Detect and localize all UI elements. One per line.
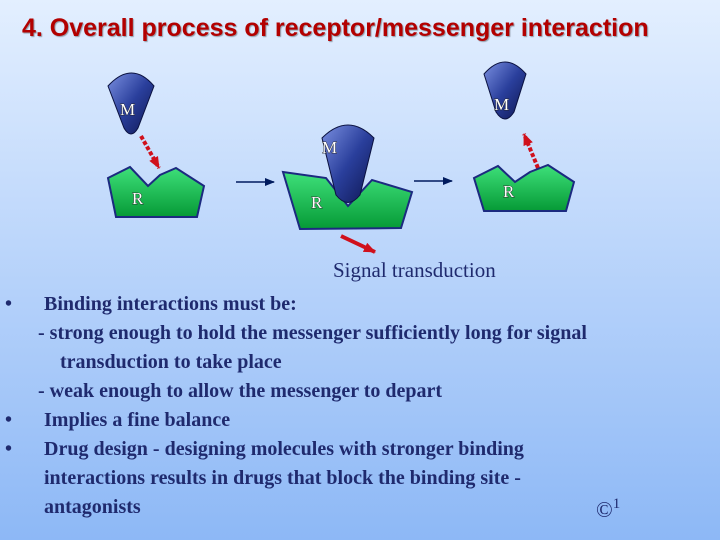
slide-title: 4. Overall process of receptor/messenger…	[22, 14, 649, 42]
receptor-shape	[106, 165, 206, 218]
copyright-symbol: ©	[596, 497, 613, 522]
bullet-subline: - strong enough to hold the messenger su…	[38, 322, 587, 344]
bullet-text: Drug design - designing molecules with s…	[44, 438, 524, 460]
departure-arrow	[522, 133, 540, 169]
stage-1: M R	[106, 72, 206, 218]
bullet-list: • Binding interactions must be: - strong…	[0, 290, 720, 522]
messenger-shape	[321, 124, 375, 203]
page-number: 1	[612, 496, 621, 512]
receptor-label: R	[132, 189, 144, 208]
messenger-label: M	[322, 138, 337, 157]
signal-transduction-caption: Signal transduction	[333, 258, 496, 282]
bullet-text: Implies a fine balance	[44, 409, 231, 431]
bullet-dot: •	[5, 293, 13, 315]
receptor-label: R	[503, 182, 515, 201]
bullet-subline: interactions results in drugs that block…	[44, 467, 521, 489]
bullet-item: • Implies a fine balance	[0, 406, 720, 435]
receptor-label: R	[311, 193, 323, 212]
bullet-subline: antagonists	[44, 496, 141, 518]
binding-diagram: M R M R M R	[106, 61, 576, 254]
stage-2: M R	[281, 124, 414, 254]
receptor-shape	[472, 163, 576, 212]
signal-arrow	[340, 234, 376, 254]
receptor-shape	[281, 170, 414, 231]
bullet-dot: •	[5, 409, 13, 431]
messenger-label: M	[120, 100, 135, 119]
messenger-label: M	[494, 95, 509, 114]
messenger-shape	[483, 61, 527, 120]
bullet-dot: •	[5, 438, 13, 460]
bullet-subline: - weak enough to allow the messenger to …	[38, 380, 443, 402]
bullet-item: • Drug design - designing molecules with…	[0, 435, 720, 522]
bullet-text: Binding interactions must be:	[44, 293, 297, 315]
approach-arrow	[139, 135, 161, 169]
bullet-subline: transduction to take place	[60, 351, 282, 373]
stage-3: M R	[472, 61, 576, 212]
messenger-shape	[107, 72, 155, 135]
copyright-mark: ©1	[596, 496, 620, 523]
bullet-item: • Binding interactions must be: - strong…	[0, 290, 720, 406]
